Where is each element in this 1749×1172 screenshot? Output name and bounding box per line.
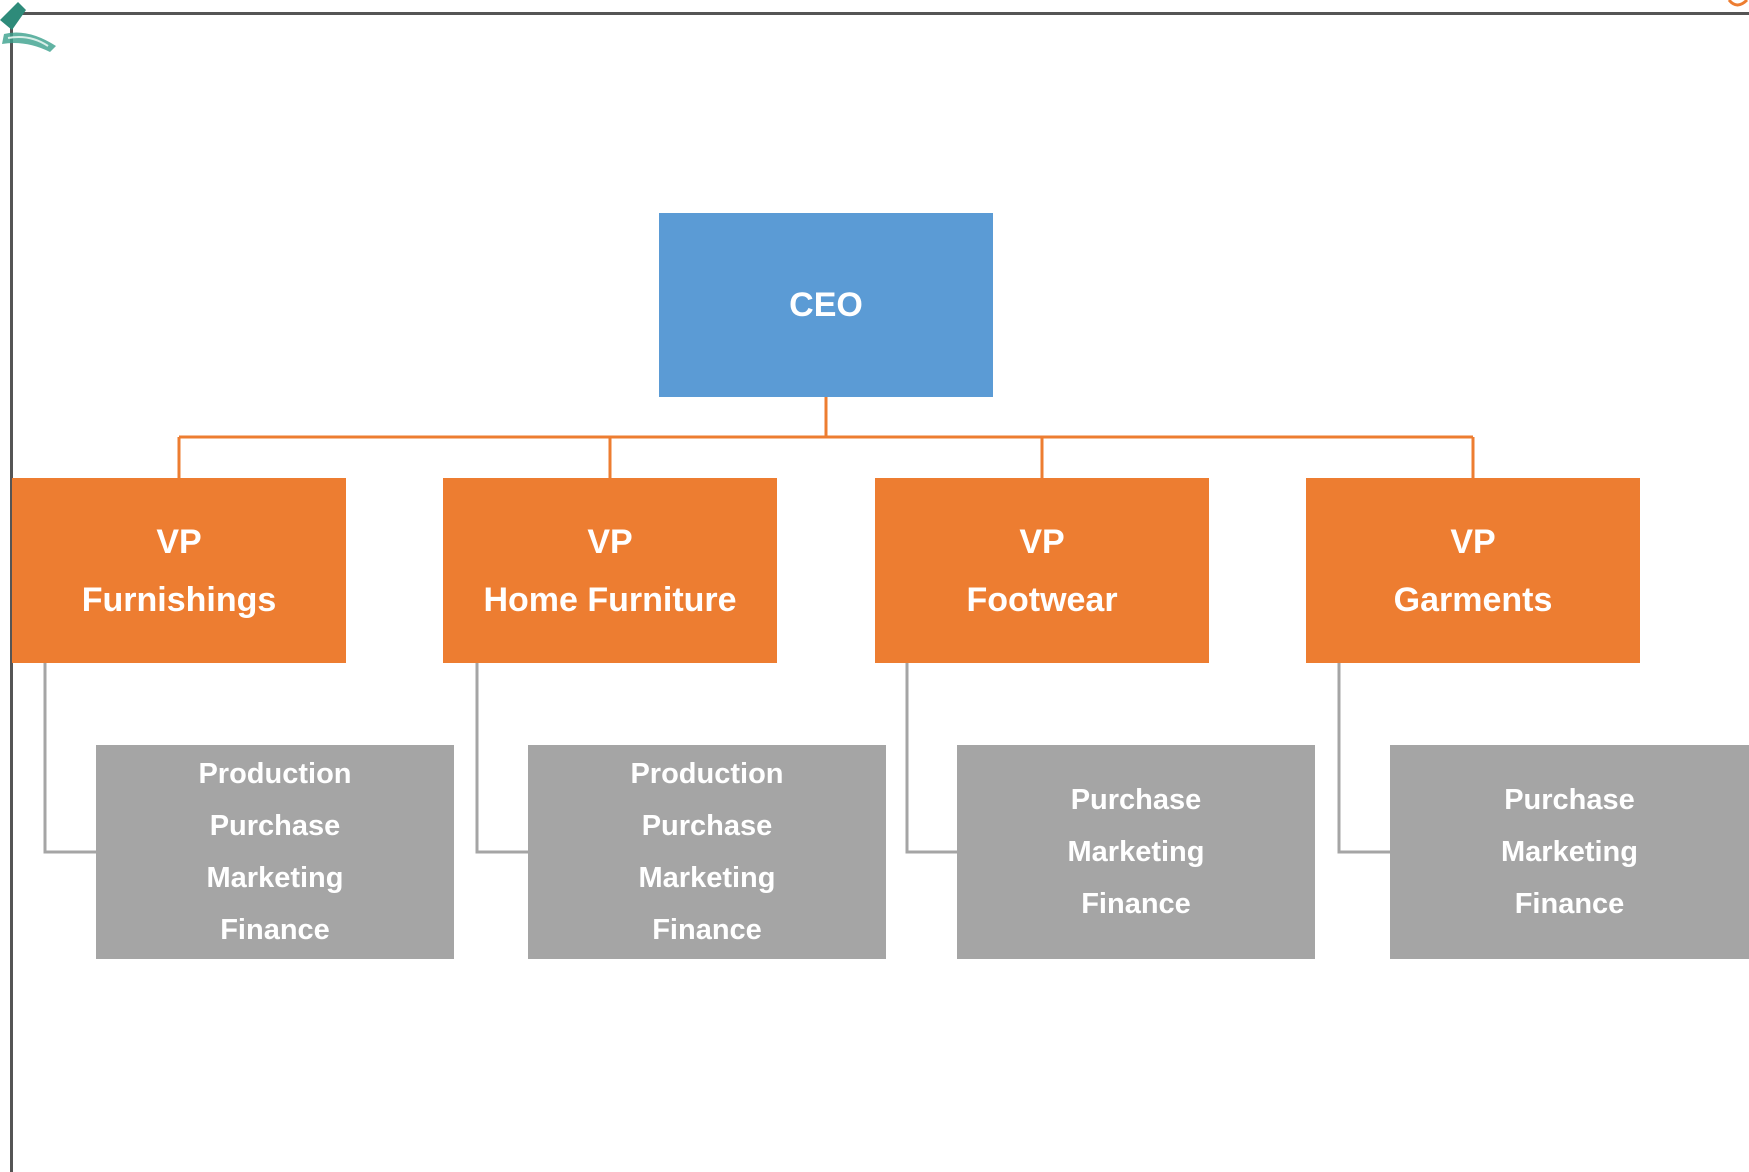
department-item: Production <box>198 758 352 790</box>
diagram-frame <box>10 12 1749 1172</box>
vp-title: VP <box>1450 522 1496 561</box>
ceo-box: CEO <box>659 213 993 397</box>
vp-department-connectors <box>43 663 1390 854</box>
department-box-garments: Purchase Marketing Finance <box>1390 745 1749 959</box>
department-item: Marketing <box>1501 836 1638 868</box>
vp-box-furnishings: VP Furnishings <box>12 478 346 663</box>
vp-title: VP <box>156 522 202 561</box>
vp-division: Furnishings <box>81 580 277 619</box>
department-item: Finance <box>652 914 762 946</box>
department-box-home-furniture: Production Purchase Marketing Finance <box>528 745 886 959</box>
ceo-label: CEO <box>789 285 863 324</box>
department-item: Marketing <box>206 862 344 894</box>
department-item: Production <box>630 758 784 790</box>
vp-division: Home Furniture <box>483 580 737 619</box>
ceo-vp-connectors <box>177 397 1475 478</box>
department-item: Finance <box>1514 888 1625 920</box>
department-item: Finance <box>1081 888 1191 920</box>
department-box-furnishings: Production Purchase Marketing Finance <box>96 745 454 959</box>
vp-division: Footwear <box>966 580 1118 619</box>
department-item: Finance <box>220 914 330 946</box>
department-item: Marketing <box>638 862 776 894</box>
vp-division: Garments <box>1393 580 1553 619</box>
department-item: Purchase <box>1070 784 1202 816</box>
department-item: Purchase <box>209 810 341 842</box>
vp-box-home-furniture: VP Home Furniture <box>443 478 777 663</box>
vp-title: VP <box>587 522 633 561</box>
vp-title: VP <box>1019 522 1065 561</box>
logo-icon <box>0 2 56 52</box>
vp-box-garments: VP Garments <box>1306 478 1640 663</box>
department-item: Marketing <box>1067 836 1205 868</box>
department-box-footwear: Purchase Marketing Finance <box>957 745 1315 959</box>
corner-mark-icon <box>1727 0 1749 7</box>
department-item: Purchase <box>1504 784 1635 816</box>
vp-box-footwear: VP Footwear <box>875 478 1209 663</box>
department-item: Purchase <box>641 810 773 842</box>
